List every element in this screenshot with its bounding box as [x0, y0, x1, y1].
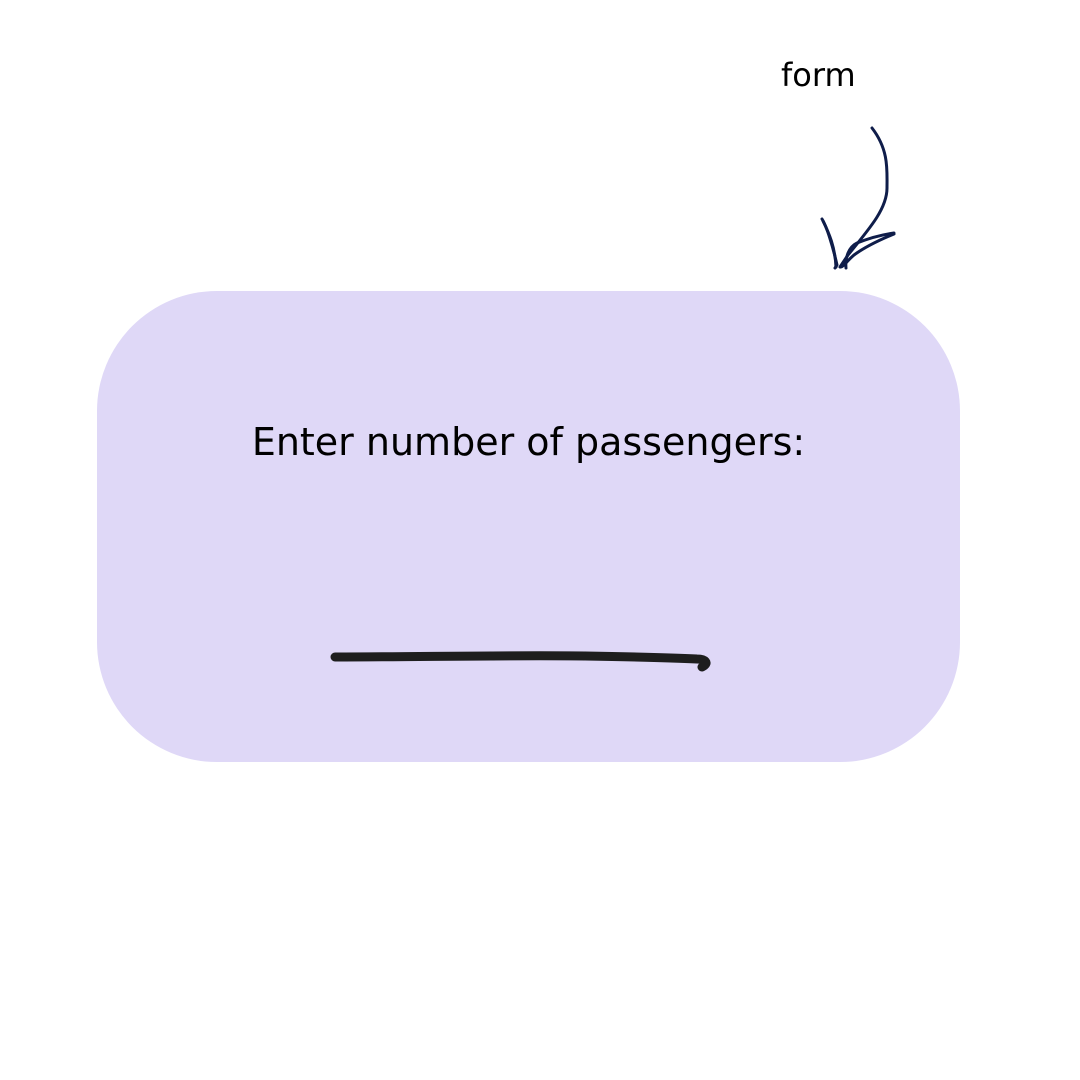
passenger-count-label: Enter number of passengers:	[251, 420, 806, 464]
form-annotation-label: form	[781, 56, 856, 94]
hand-drawn-arrow-icon	[820, 126, 896, 270]
passenger-count-input[interactable]	[325, 646, 720, 676]
passenger-form: Enter number of passengers:	[97, 291, 960, 762]
